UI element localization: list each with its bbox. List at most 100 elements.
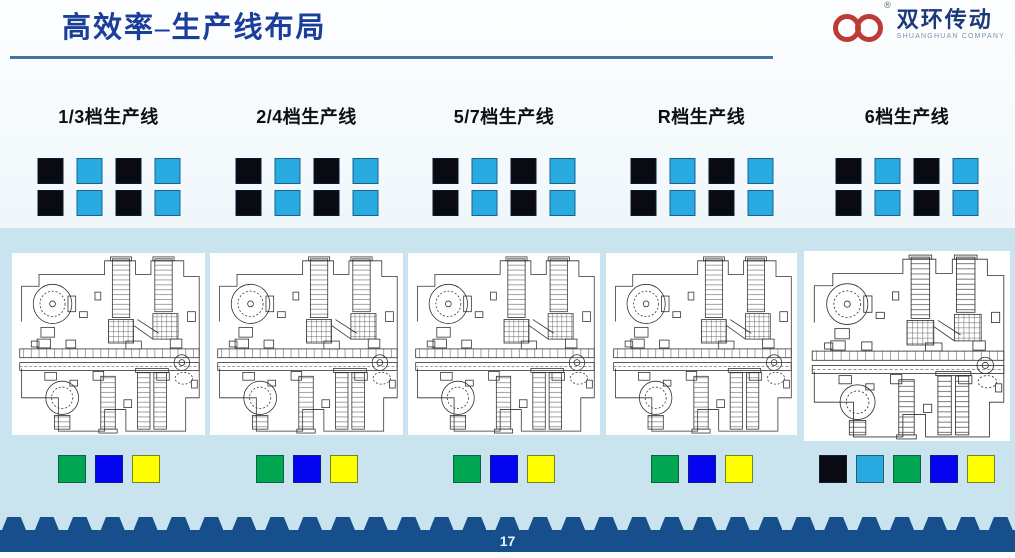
cyan-square	[76, 158, 102, 184]
legend-blue-square	[94, 455, 123, 483]
cad-plan-svg	[415, 256, 595, 434]
cyan-square	[274, 190, 300, 216]
registered-mark: ®	[884, 0, 891, 10]
gear-tooth	[725, 517, 750, 530]
cyan-square	[154, 190, 180, 216]
gear-tooth	[166, 517, 191, 530]
gear-tooth	[594, 517, 619, 530]
status-square-grid	[235, 158, 378, 216]
legend-row	[408, 455, 600, 483]
gear-tooth	[232, 517, 257, 530]
cyan-square	[952, 158, 979, 184]
gear-tooth	[988, 517, 1013, 530]
title-underline	[10, 56, 773, 59]
double-ring-icon	[833, 14, 884, 42]
black-square	[510, 158, 537, 184]
status-square-grid	[432, 158, 576, 216]
cyan-square	[669, 190, 695, 216]
legend-row	[804, 455, 1010, 483]
cyan-square	[274, 158, 300, 184]
cyan-square	[352, 190, 378, 216]
cyan-square	[549, 190, 576, 216]
gear-tooth	[2, 517, 26, 530]
black-square	[708, 158, 734, 184]
gear-tooth	[298, 517, 323, 530]
production-line-column: 6档生产线	[804, 0, 1010, 558]
black-square	[313, 158, 339, 184]
layout-drawing-panel	[804, 251, 1010, 441]
black-square	[432, 190, 459, 216]
column-label: 6档生产线	[864, 107, 950, 127]
gear-tooth	[495, 517, 520, 530]
gear-tooth	[330, 517, 355, 530]
company-logo: ® 双环传动 SHUANGHUAN COMPANY	[833, 0, 1005, 42]
legend-yellow-square	[527, 455, 555, 483]
black-square	[913, 190, 940, 216]
cyan-square	[669, 158, 695, 184]
production-line-column: 1/3档生产线	[12, 0, 205, 558]
black-square	[835, 190, 862, 216]
black-square	[708, 190, 734, 216]
status-square-grid	[835, 158, 979, 216]
legend-yellow-square	[131, 455, 160, 483]
layout-drawing-panel	[210, 253, 403, 435]
cyan-square	[952, 190, 979, 216]
gear-tooth	[626, 517, 651, 530]
legend-row	[606, 455, 797, 483]
cad-plan-svg	[19, 256, 200, 434]
gear-tooth	[824, 517, 849, 530]
cyan-square	[747, 190, 773, 216]
cyan-square	[874, 158, 901, 184]
black-square	[630, 158, 656, 184]
gear-tooth	[890, 517, 915, 530]
gear-rack-border	[0, 517, 1015, 530]
bottom-strip	[0, 552, 1015, 558]
cyan-square	[747, 158, 773, 184]
cyan-square	[154, 158, 180, 184]
legend-green-square	[650, 455, 679, 483]
cad-plan-svg	[613, 256, 792, 434]
production-line-column: 5/7档生产线	[408, 0, 600, 558]
black-square	[235, 190, 261, 216]
gear-tooth	[265, 517, 290, 530]
layout-drawing-panel	[408, 253, 600, 435]
black-square	[313, 190, 339, 216]
cyan-square	[874, 190, 901, 216]
legend-blue-square	[687, 455, 716, 483]
black-square	[37, 190, 63, 216]
logo-company-subtitle: SHUANGHUAN COMPANY	[896, 33, 1005, 41]
layout-drawing-panel	[606, 253, 797, 435]
gear-tooth	[429, 517, 454, 530]
production-line-column: R档生产线	[606, 0, 797, 558]
cyan-square	[549, 158, 576, 184]
legend-blue-square	[292, 455, 321, 483]
gear-tooth	[100, 517, 125, 530]
gear-tooth	[955, 517, 980, 530]
column-label: 2/4档生产线	[256, 107, 357, 127]
legend-green-square	[57, 455, 86, 483]
gear-tooth	[363, 517, 388, 530]
gear-tooth	[561, 517, 586, 530]
column-label: 5/7档生产线	[453, 107, 555, 127]
legend-row	[210, 455, 403, 483]
black-square	[835, 158, 862, 184]
page-number: 17	[499, 533, 516, 549]
black-square	[432, 158, 459, 184]
legend-row	[12, 455, 205, 483]
status-square-grid	[37, 158, 180, 216]
gear-tooth	[692, 517, 717, 530]
cyan-square	[471, 158, 498, 184]
black-square	[630, 190, 656, 216]
gear-tooth	[199, 517, 224, 530]
gear-tooth	[857, 517, 882, 530]
legend-cyan-square	[856, 455, 884, 483]
layout-drawing-panel	[12, 253, 205, 435]
logo-text: 双环传动 SHUANGHUAN COMPANY	[896, 7, 1005, 41]
cad-plan-svg	[217, 256, 398, 434]
cyan-square	[471, 190, 498, 216]
black-square	[115, 158, 141, 184]
legend-green-square	[453, 455, 481, 483]
cad-plan-svg	[811, 254, 1005, 440]
gear-tooth	[659, 517, 684, 530]
column-label: R档生产线	[657, 107, 746, 127]
